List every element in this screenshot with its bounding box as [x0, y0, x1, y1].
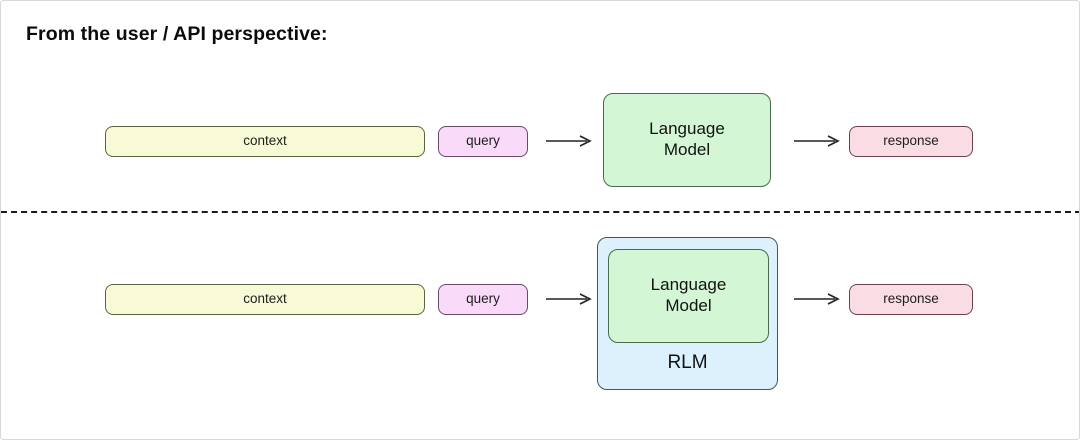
- arrow-query-to-language-model-top: [546, 134, 594, 148]
- arrow-query-to-rlm-bottom: [546, 292, 594, 306]
- language-model-box-top[interactable]: Language Model: [603, 93, 771, 187]
- language-model-label-line1: Language: [650, 275, 727, 295]
- language-model-label-line1: Language: [649, 119, 725, 139]
- context-box-top[interactable]: context: [105, 126, 425, 157]
- language-model-box-bottom[interactable]: Language Model: [608, 249, 769, 343]
- page-title: From the user / API perspective:: [26, 23, 328, 45]
- context-box-bottom[interactable]: context: [105, 284, 425, 315]
- query-box-top[interactable]: query: [438, 126, 528, 157]
- query-box-bottom[interactable]: query: [438, 284, 528, 315]
- rlm-container-box[interactable]: Language Model RLM: [597, 237, 778, 390]
- language-model-label-line2: Model: [663, 140, 711, 159]
- response-box-top[interactable]: response: [849, 126, 973, 157]
- arrow-language-model-to-response-top: [794, 134, 842, 148]
- response-box-bottom[interactable]: response: [849, 284, 973, 315]
- section-divider: [1, 211, 1079, 213]
- language-model-label-line2: Model: [665, 296, 712, 315]
- rlm-label: RLM: [667, 352, 708, 373]
- arrow-rlm-to-response-bottom: [794, 292, 842, 306]
